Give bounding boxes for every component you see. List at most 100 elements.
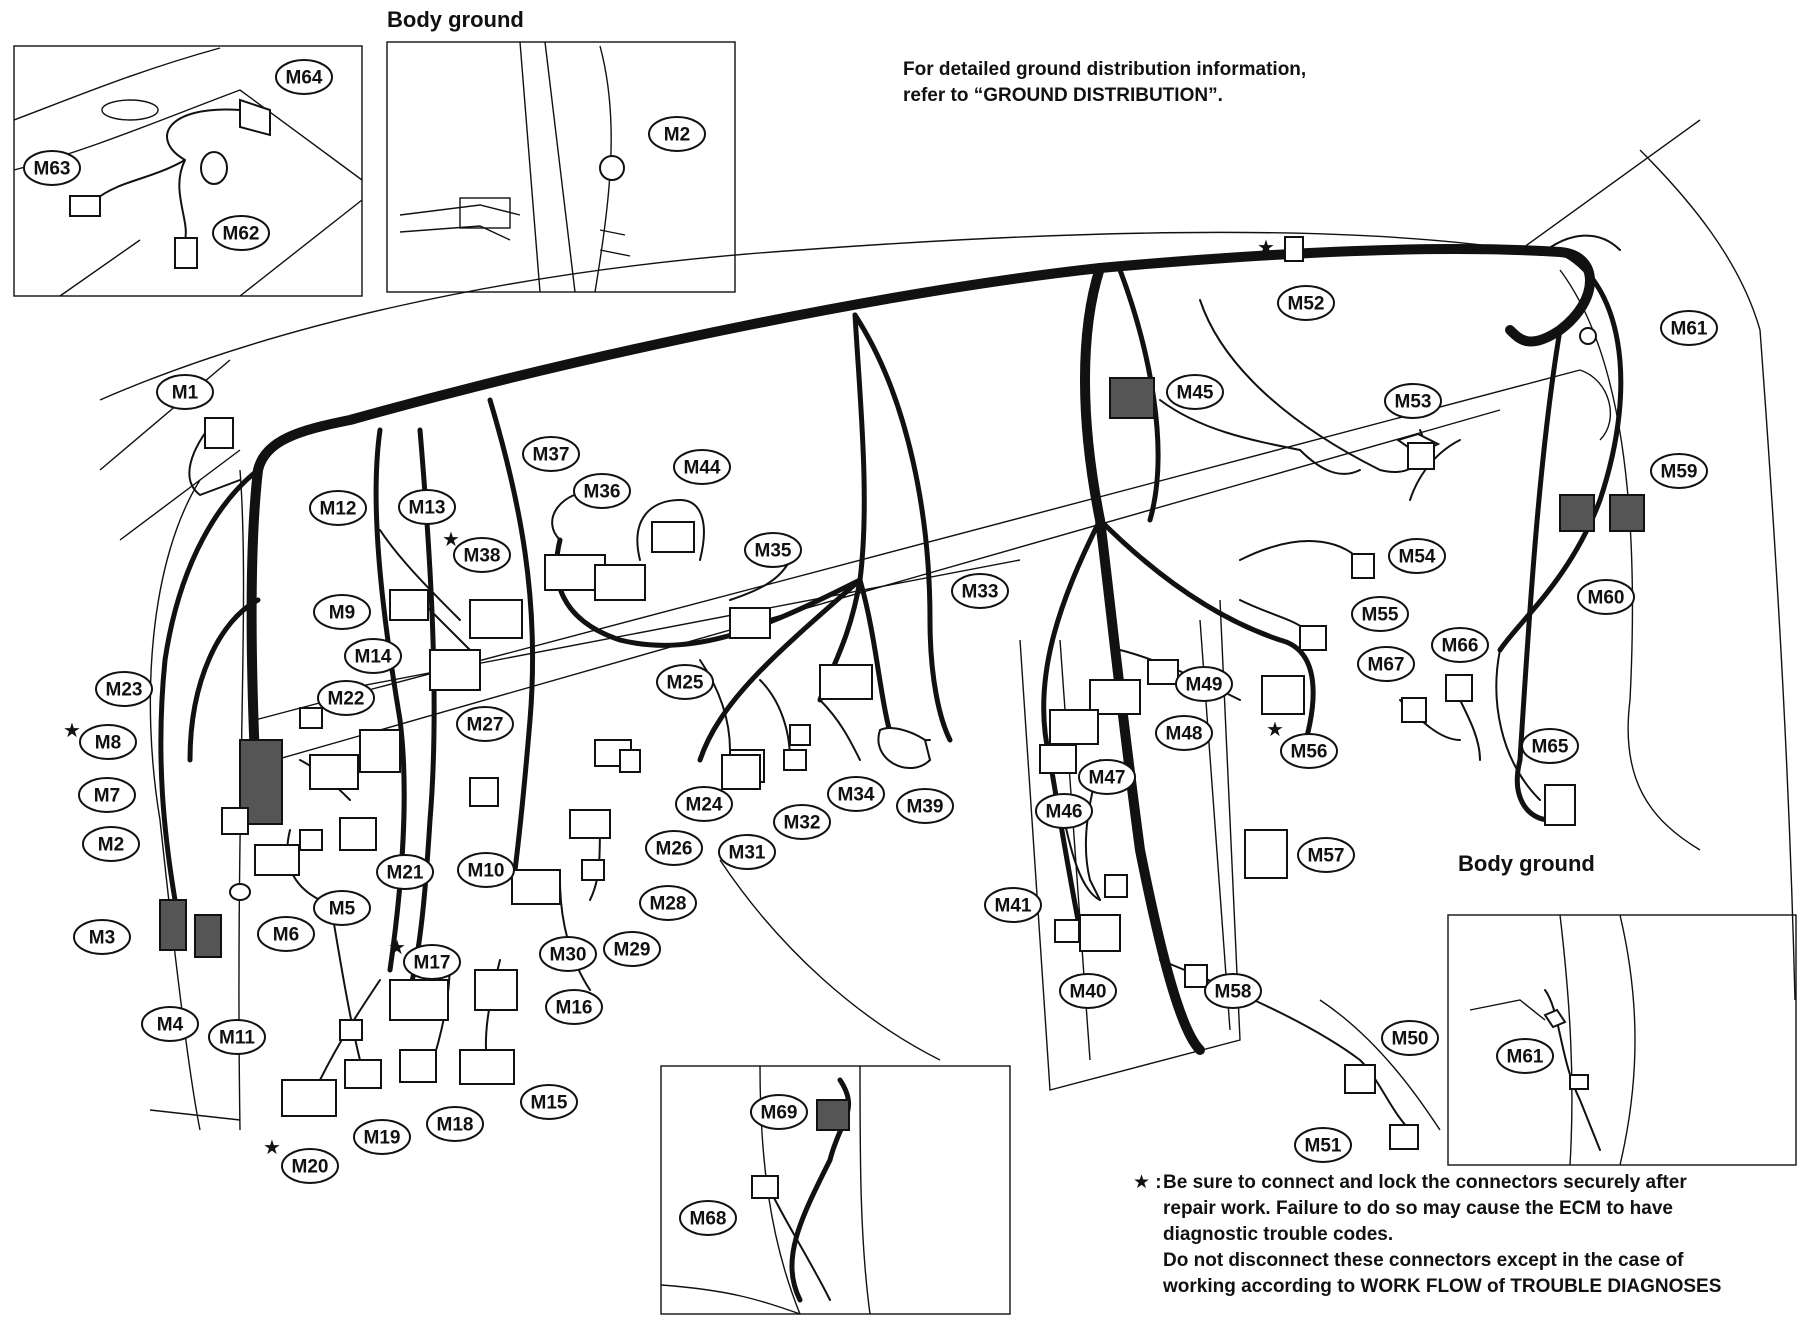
- connector-label-m5: M5: [313, 890, 371, 926]
- connector-label-oval: [1351, 596, 1409, 632]
- connector-label-oval: [639, 885, 697, 921]
- connector-label-m16: M16: [545, 989, 603, 1025]
- connector-label-m22: M22: [317, 680, 375, 716]
- connector-label-m14: M14: [344, 638, 402, 674]
- connector-label-oval: [1280, 733, 1338, 769]
- connector-label-oval: [827, 776, 885, 812]
- connector-label-m13: M13: [398, 489, 456, 525]
- connector-label-text: M33: [962, 582, 999, 603]
- connector-label-m18: M18: [426, 1106, 484, 1142]
- connector-label-m26: M26: [645, 830, 703, 866]
- connector-label-oval: [275, 59, 333, 95]
- connector-label-text: M15: [531, 1093, 568, 1114]
- connector-label-oval: [1277, 285, 1335, 321]
- connector-label-m51: M51: [1294, 1127, 1352, 1163]
- connector-label-oval: [750, 1094, 808, 1130]
- connector-label-oval: [520, 1084, 578, 1120]
- connector-label-m10: M10: [457, 852, 515, 888]
- ground-note-line-2: refer to “GROUND DISTRIBUTION”.: [903, 85, 1223, 106]
- connector-label-text: M37: [533, 445, 570, 466]
- connector-label-oval: [984, 887, 1042, 923]
- connector-label-oval: [1496, 1038, 1554, 1074]
- connector-label-text: M23: [106, 680, 143, 701]
- connector-label-oval: [718, 834, 776, 870]
- connector-label-m17: M17: [403, 944, 461, 980]
- connector-label-oval: [1521, 728, 1579, 764]
- connector-label-m59: M59: [1650, 453, 1708, 489]
- connector-label-m49: M49: [1175, 666, 1233, 702]
- footnote-marker: ★ :: [1133, 1172, 1162, 1193]
- connector-label-m50: M50: [1381, 1020, 1439, 1056]
- connector-label-text: M13: [409, 498, 446, 519]
- connector-label-oval: [212, 215, 270, 251]
- connector-label-text: M36: [584, 482, 621, 503]
- connector-label-text: M25: [667, 673, 704, 694]
- connector-label-text: M28: [650, 894, 687, 915]
- connector-label-oval: [344, 638, 402, 674]
- connector-label-text: M1: [172, 383, 199, 404]
- connector-label-m6: M6: [257, 916, 315, 952]
- connector-label-m30: M30: [539, 936, 597, 972]
- connector-label-m29: M29: [603, 931, 661, 967]
- connector-label-oval: [313, 890, 371, 926]
- connector-label-oval: [603, 931, 661, 967]
- connector-label-oval: [73, 919, 131, 955]
- connector-label-text: M57: [1308, 846, 1345, 867]
- connector-label-m24: M24: [675, 786, 733, 822]
- connector-label-m53: M53: [1384, 383, 1442, 419]
- connector-label-text: M56: [1291, 742, 1328, 763]
- connector-label-m39: M39: [896, 788, 954, 824]
- connector-label-text: M5: [329, 899, 356, 920]
- connector-label-text: M64: [286, 68, 323, 89]
- connector-label-text: M69: [761, 1103, 798, 1124]
- connector-label-m66: M66: [1431, 627, 1489, 663]
- connector-label-m55: M55: [1351, 596, 1409, 632]
- connector-label-text: M6: [273, 925, 299, 946]
- connector-label-oval: [1357, 646, 1415, 682]
- star-marker-m17: ★: [388, 937, 406, 959]
- connector-label-m45: M45: [1166, 374, 1224, 410]
- connector-label-oval: [453, 537, 511, 573]
- connector-label-oval: [1166, 374, 1224, 410]
- connector-label-oval: [78, 777, 136, 813]
- connector-label-m19: M19: [353, 1119, 411, 1155]
- connector-label-oval: [573, 473, 631, 509]
- connector-label-text: M24: [686, 795, 723, 816]
- connector-label-text: M48: [1166, 724, 1203, 745]
- connector-label-oval: [1175, 666, 1233, 702]
- connector-label-m2: M2: [82, 826, 140, 862]
- connector-label-text: M49: [1186, 675, 1223, 696]
- connector-label-m46: M46: [1035, 793, 1093, 829]
- connector-label-text: M7: [94, 786, 120, 807]
- connector-label-text: M29: [614, 940, 651, 961]
- connector-label-m69: M69: [750, 1094, 808, 1130]
- connector-label-text: M55: [1362, 605, 1399, 626]
- connector-label-oval: [648, 116, 706, 152]
- connector-label-oval: [896, 788, 954, 824]
- connector-label-text: M58: [1215, 982, 1252, 1003]
- inset-bottom-center-ground: [660, 1065, 1011, 1315]
- connector-label-oval: [539, 936, 597, 972]
- connector-label-text: M50: [1392, 1029, 1429, 1050]
- connector-label-m41: M41: [984, 887, 1042, 923]
- connector-label-text: M2: [98, 835, 124, 856]
- connector-label-text: M46: [1046, 802, 1083, 823]
- connector-label-m37: M37: [522, 436, 580, 472]
- connector-label-oval: [1650, 453, 1708, 489]
- connector-label-m35: M35: [744, 532, 802, 568]
- connector-label-oval: [1384, 383, 1442, 419]
- connector-label-oval: [1431, 627, 1489, 663]
- connector-label-text: M8: [95, 733, 121, 754]
- connector-label-text: M44: [684, 458, 721, 479]
- connector-label-text: M14: [355, 647, 392, 668]
- connector-label-text: M39: [907, 797, 944, 818]
- connector-label-text: M62: [223, 224, 260, 245]
- connector-label-oval: [208, 1019, 266, 1055]
- star-marker-m8: ★: [63, 720, 81, 742]
- connector-label-m68: M68: [679, 1200, 737, 1236]
- connector-label-m40: M40: [1059, 973, 1117, 1009]
- ground-note-line-1: For detailed ground distribution informa…: [903, 59, 1306, 80]
- connector-label-text: M32: [784, 813, 821, 834]
- footnote-line-2: repair work. Failure to do so may cause …: [1163, 1198, 1673, 1219]
